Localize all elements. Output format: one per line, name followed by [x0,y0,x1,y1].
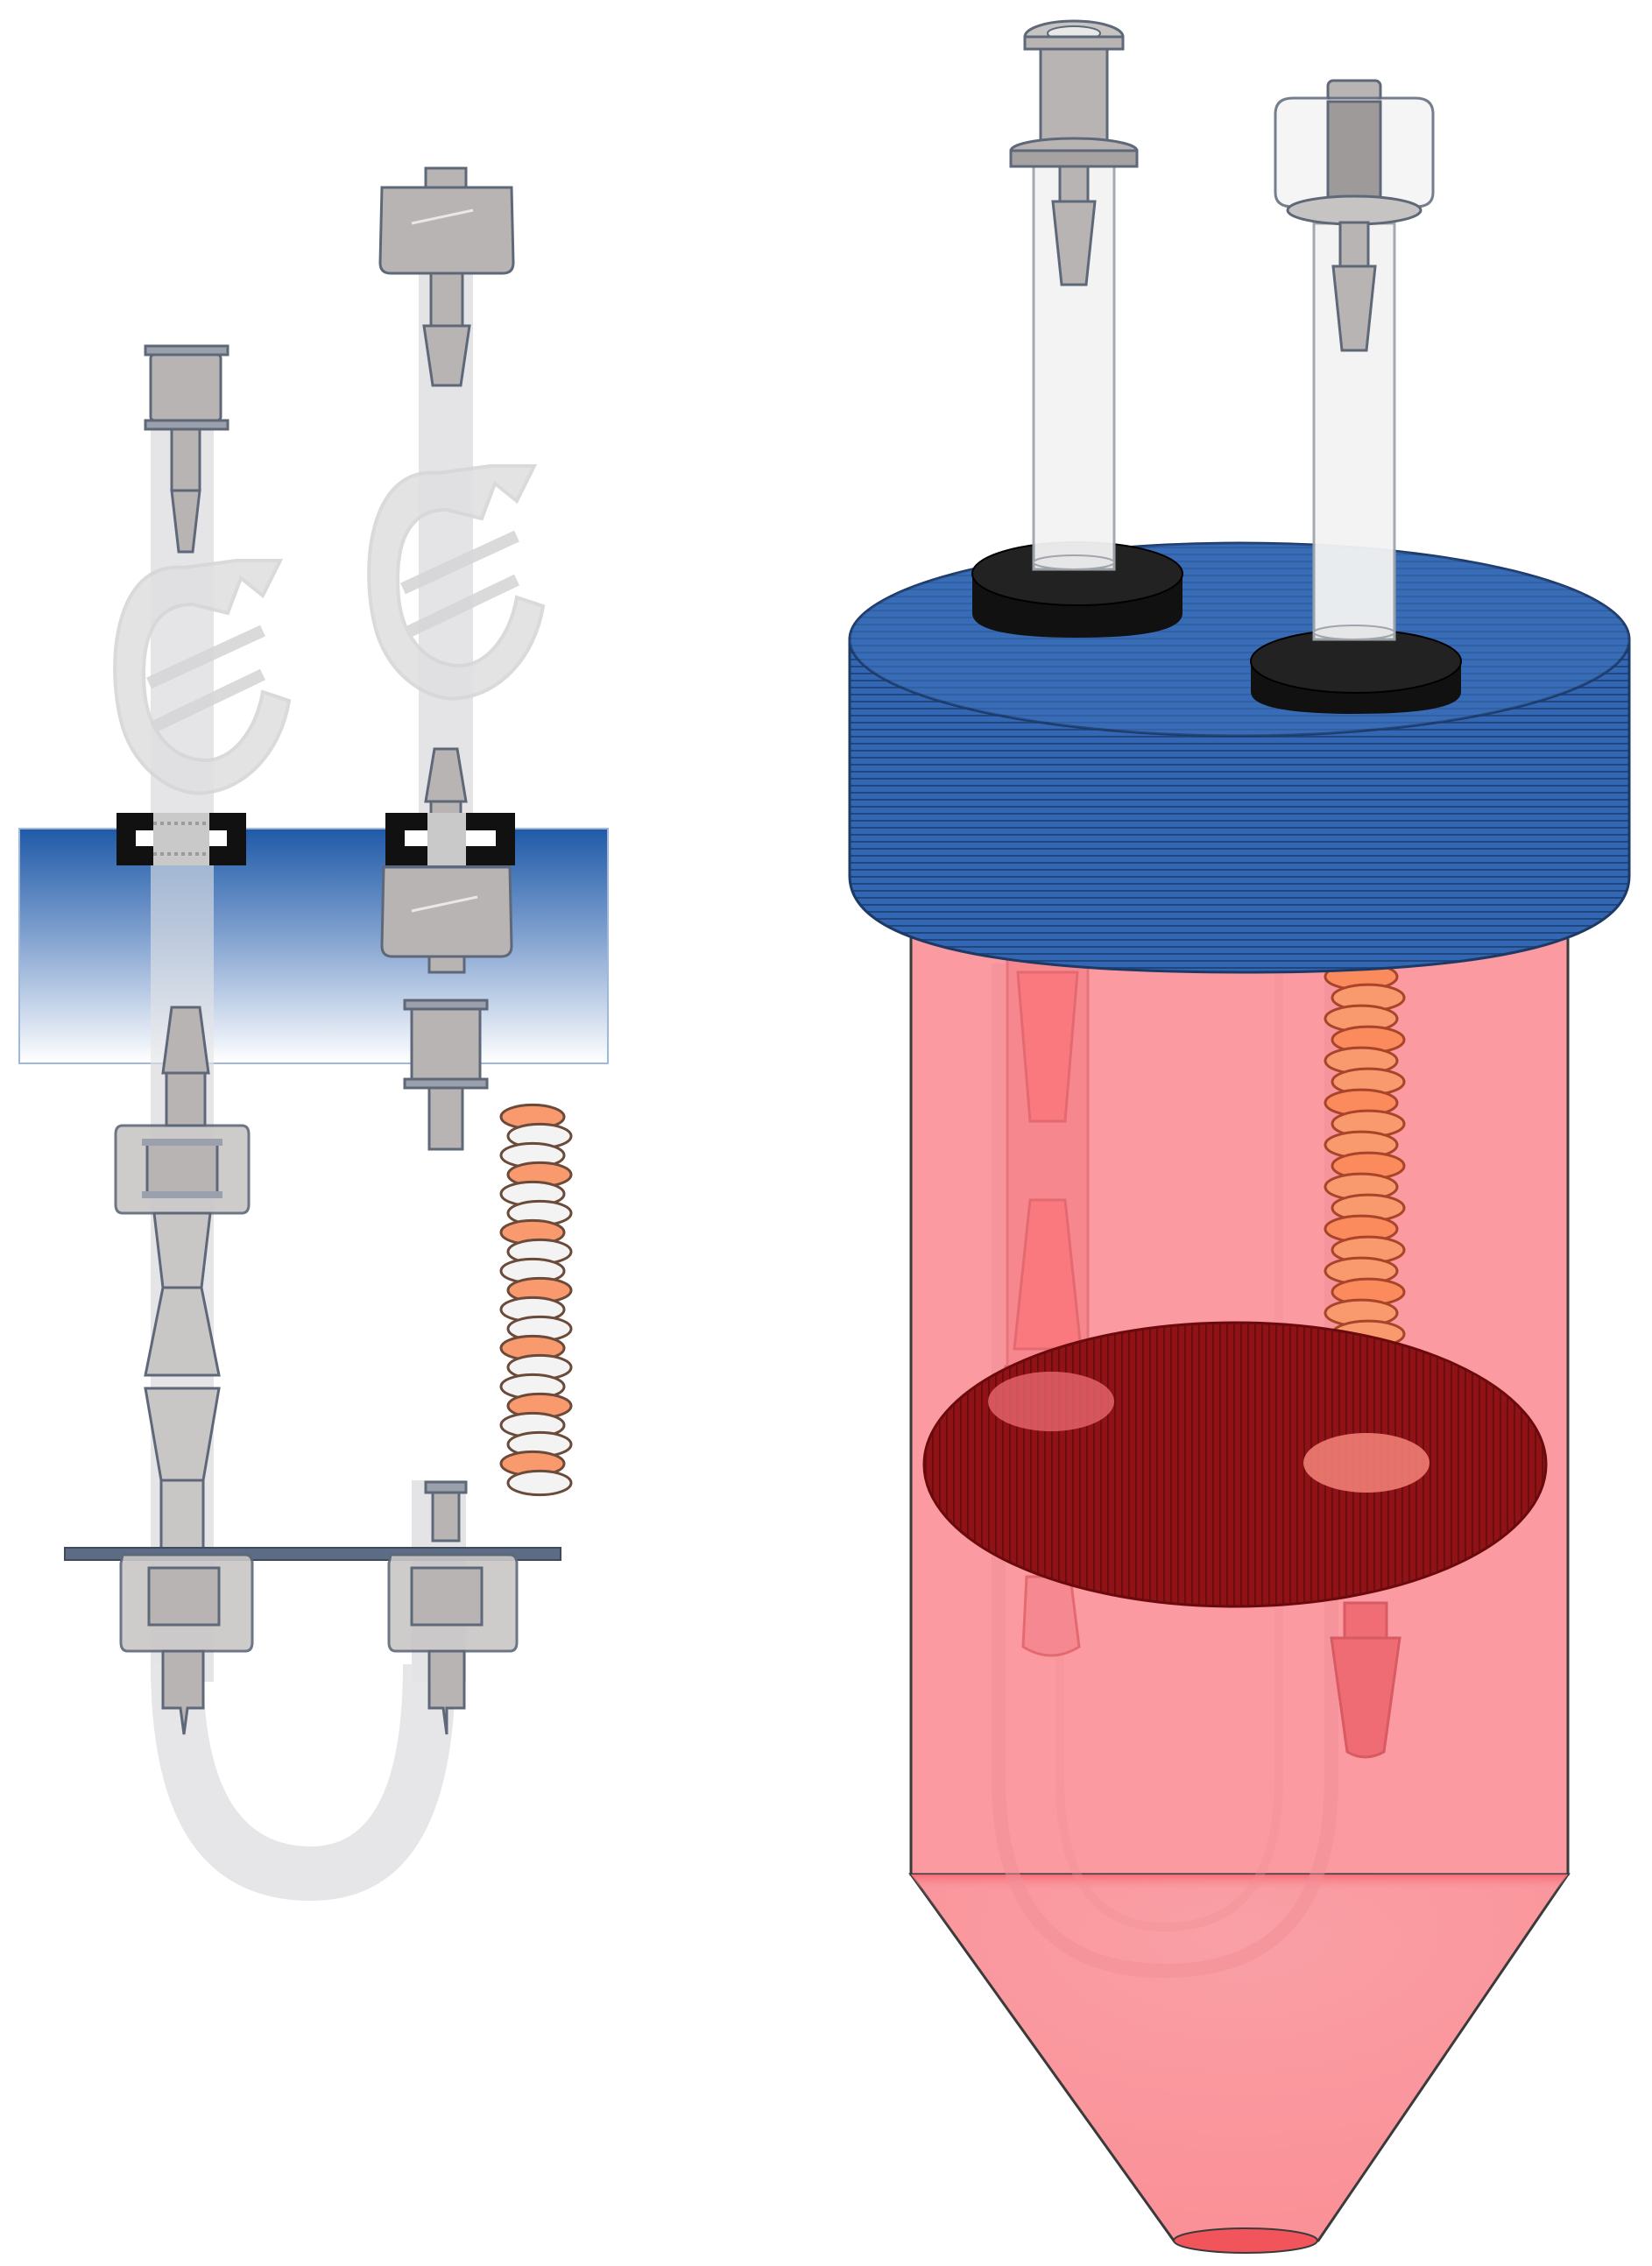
pinch-clamp-icon [113,559,292,795]
pinch-clamp-icon [367,464,546,701]
u-bend-tubing [151,1664,455,1901]
luer-lock-fitting-icon [403,999,489,1151]
support-disc [922,1321,1548,1608]
scaffold-coil-icon [499,1103,573,1497]
sampling-tube-left [1032,165,1116,571]
septum-icon [1250,629,1462,714]
cap-connector-icon [380,865,513,974]
assembled-bioreactor-panel [848,19,1631,2254]
luer-lock-fitting-icon [1009,19,1139,286]
luer-lock-fitting-icon [144,344,229,554]
barbed-connector-icon [161,1006,210,1127]
housing-fitting-icon [119,1553,254,1735]
cap-connector-icon [378,166,515,387]
collar-plate [18,828,609,1064]
exploded-assembly-panel [18,166,609,1901]
coil-turn [506,1469,573,1497]
septum-icon [385,813,515,865]
housing-fitting-icon [387,1480,519,1735]
septum-icon [116,813,246,865]
reactor-cap [848,541,1631,974]
housing-fitting-icon [114,1124,251,1552]
septum-icon [971,541,1183,638]
cap-connector-icon [1274,79,1435,352]
barbed-connector-icon [1330,1601,1401,1759]
